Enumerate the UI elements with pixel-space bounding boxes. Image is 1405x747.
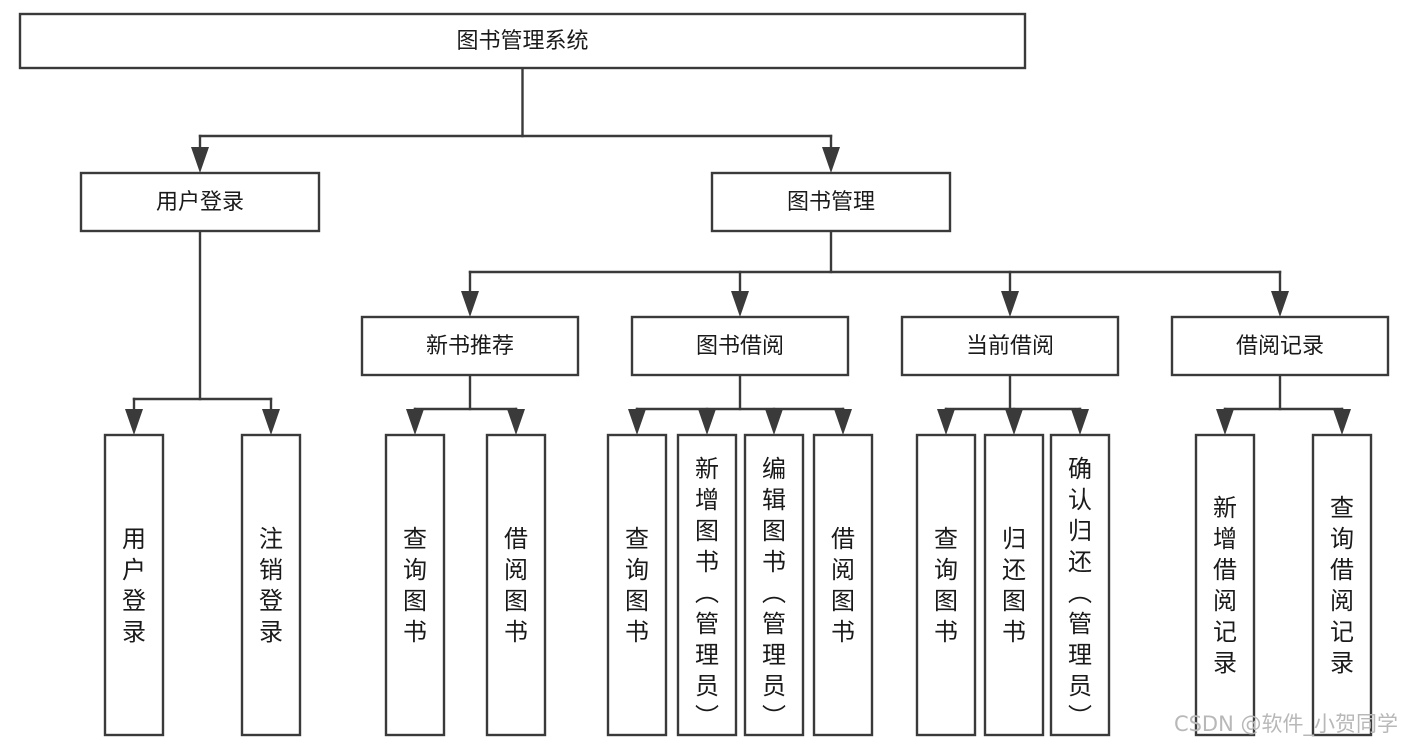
- leaf-leaf-query-book-borrow-rect: [606, 433, 668, 737]
- leaf-leaf-borrow-book-label: 借阅图书: [831, 525, 855, 646]
- leaf-leaf-query-borrow-record-label: 查询借阅记录: [1330, 494, 1354, 677]
- node-user-login[interactable]: 用户登录: [79, 171, 321, 233]
- arrow-head-icon: [765, 409, 783, 435]
- node-root-root[interactable]: 图书管理系统: [18, 12, 1027, 70]
- leaf-leaf-add-book-admin[interactable]: 新增图书︵管理员︶: [676, 433, 738, 737]
- arrow-head-icon: [191, 147, 209, 173]
- connectors-layer: [125, 66, 1351, 435]
- arrow-head-icon: [262, 409, 280, 435]
- leaf-leaf-logout-label: 注销登录: [259, 525, 283, 646]
- leaf-leaf-user-login-label: 用户登录: [122, 525, 146, 646]
- leaf-leaf-edit-book-admin[interactable]: 编辑图书︵管理员︶: [743, 433, 805, 737]
- leaf-leaf-add-book-admin-label: 新增图书︵管理员︶: [695, 455, 719, 731]
- leaf-leaf-query-book-recommend-rect: [384, 433, 446, 737]
- leaf-leaf-return-book[interactable]: 归还图书: [983, 433, 1045, 737]
- node-book-borrow-rect: [630, 315, 850, 377]
- node-user-login-rect: [79, 171, 321, 233]
- node-root-root-label: 图书管理系统: [456, 29, 588, 54]
- leaf-leaf-query-book-recommend[interactable]: 查询图书: [384, 433, 446, 737]
- leaf-leaf-borrow-book-recommend-rect: [485, 433, 547, 737]
- nodes-layer: 图书管理系统用户登录图书管理新书推荐图书借阅当前借阅借阅记录用户登录注销登录查询…: [18, 12, 1390, 737]
- arrow-head-icon: [698, 409, 716, 435]
- arrow-head-icon: [1216, 409, 1234, 435]
- arrow-head-icon: [628, 409, 646, 435]
- leaf-leaf-return-book-rect: [983, 433, 1045, 737]
- leaf-leaf-edit-book-admin-label: 编辑图书︵管理员︶: [762, 455, 786, 731]
- leaf-leaf-query-book-borrow[interactable]: 查询图书: [606, 433, 668, 737]
- node-new-book-recommend[interactable]: 新书推荐: [360, 315, 580, 377]
- leaf-leaf-add-borrow-record-rect: [1194, 433, 1256, 737]
- leaf-leaf-query-book-recommend-label: 查询图书: [403, 525, 427, 646]
- arrow-head-icon: [1333, 409, 1351, 435]
- node-current-borrow[interactable]: 当前借阅: [900, 315, 1120, 377]
- leaf-leaf-borrow-book-recommend-label: 借阅图书: [504, 525, 528, 646]
- leaf-leaf-query-book-current[interactable]: 查询图书: [915, 433, 977, 737]
- arrow-head-icon: [822, 147, 840, 173]
- leaf-leaf-add-book-admin-rect: [676, 433, 738, 737]
- leaf-leaf-confirm-return-admin-rect: [1049, 433, 1111, 737]
- leaf-leaf-borrow-book-rect: [812, 433, 874, 737]
- leaf-leaf-confirm-return-admin[interactable]: 确认归还︵管理员︶: [1049, 433, 1111, 737]
- leaf-leaf-query-borrow-record[interactable]: 查询借阅记录: [1311, 433, 1373, 737]
- arrow-head-icon: [1271, 291, 1289, 317]
- arrow-head-icon: [507, 409, 525, 435]
- node-borrow-record-label: 借阅记录: [1236, 334, 1324, 359]
- leaf-leaf-add-borrow-record-label: 新增借阅记录: [1213, 494, 1237, 677]
- leaf-leaf-query-book-current-rect: [915, 433, 977, 737]
- arrow-head-icon: [937, 409, 955, 435]
- node-book-borrow[interactable]: 图书借阅: [630, 315, 850, 377]
- arrow-head-icon: [1001, 291, 1019, 317]
- arrow-head-icon: [1071, 409, 1089, 435]
- node-current-borrow-rect: [900, 315, 1120, 377]
- leaf-leaf-query-book-current-label: 查询图书: [934, 525, 958, 646]
- arrow-head-icon: [461, 291, 479, 317]
- arrow-head-icon: [406, 409, 424, 435]
- arrow-head-icon: [125, 409, 143, 435]
- csdn-watermark: CSDN @软件_小贺同学: [1174, 712, 1398, 737]
- node-borrow-record-rect: [1170, 315, 1390, 377]
- node-book-borrow-label: 图书借阅: [696, 334, 784, 359]
- leaf-leaf-query-borrow-record-rect: [1311, 433, 1373, 737]
- node-book-management[interactable]: 图书管理: [710, 171, 952, 233]
- arrow-head-icon: [731, 291, 749, 317]
- node-book-management-label: 图书管理: [787, 190, 875, 215]
- leaf-leaf-user-login-rect: [103, 433, 165, 737]
- node-user-login-label: 用户登录: [156, 190, 244, 215]
- leaf-leaf-edit-book-admin-rect: [743, 433, 805, 737]
- leaf-leaf-logout-rect: [240, 433, 302, 737]
- node-current-borrow-label: 当前借阅: [966, 334, 1054, 359]
- leaf-leaf-return-book-label: 归还图书: [1002, 525, 1026, 646]
- node-book-management-rect: [710, 171, 952, 233]
- node-new-book-recommend-rect: [360, 315, 580, 377]
- leaf-leaf-borrow-book[interactable]: 借阅图书: [812, 433, 874, 737]
- leaf-leaf-logout[interactable]: 注销登录: [240, 433, 302, 737]
- leaf-leaf-confirm-return-admin-label: 确认归还︵管理员︶: [1068, 455, 1092, 731]
- node-root-root-rect: [18, 12, 1027, 70]
- leaf-leaf-borrow-book-recommend[interactable]: 借阅图书: [485, 433, 547, 737]
- node-new-book-recommend-label: 新书推荐: [426, 334, 514, 359]
- leaf-leaf-query-book-borrow-label: 查询图书: [625, 525, 649, 646]
- leaf-leaf-user-login[interactable]: 用户登录: [103, 433, 165, 737]
- leaf-leaf-add-borrow-record[interactable]: 新增借阅记录: [1194, 433, 1256, 737]
- node-borrow-record[interactable]: 借阅记录: [1170, 315, 1390, 377]
- arrow-head-icon: [834, 409, 852, 435]
- arrow-head-icon: [1005, 409, 1023, 435]
